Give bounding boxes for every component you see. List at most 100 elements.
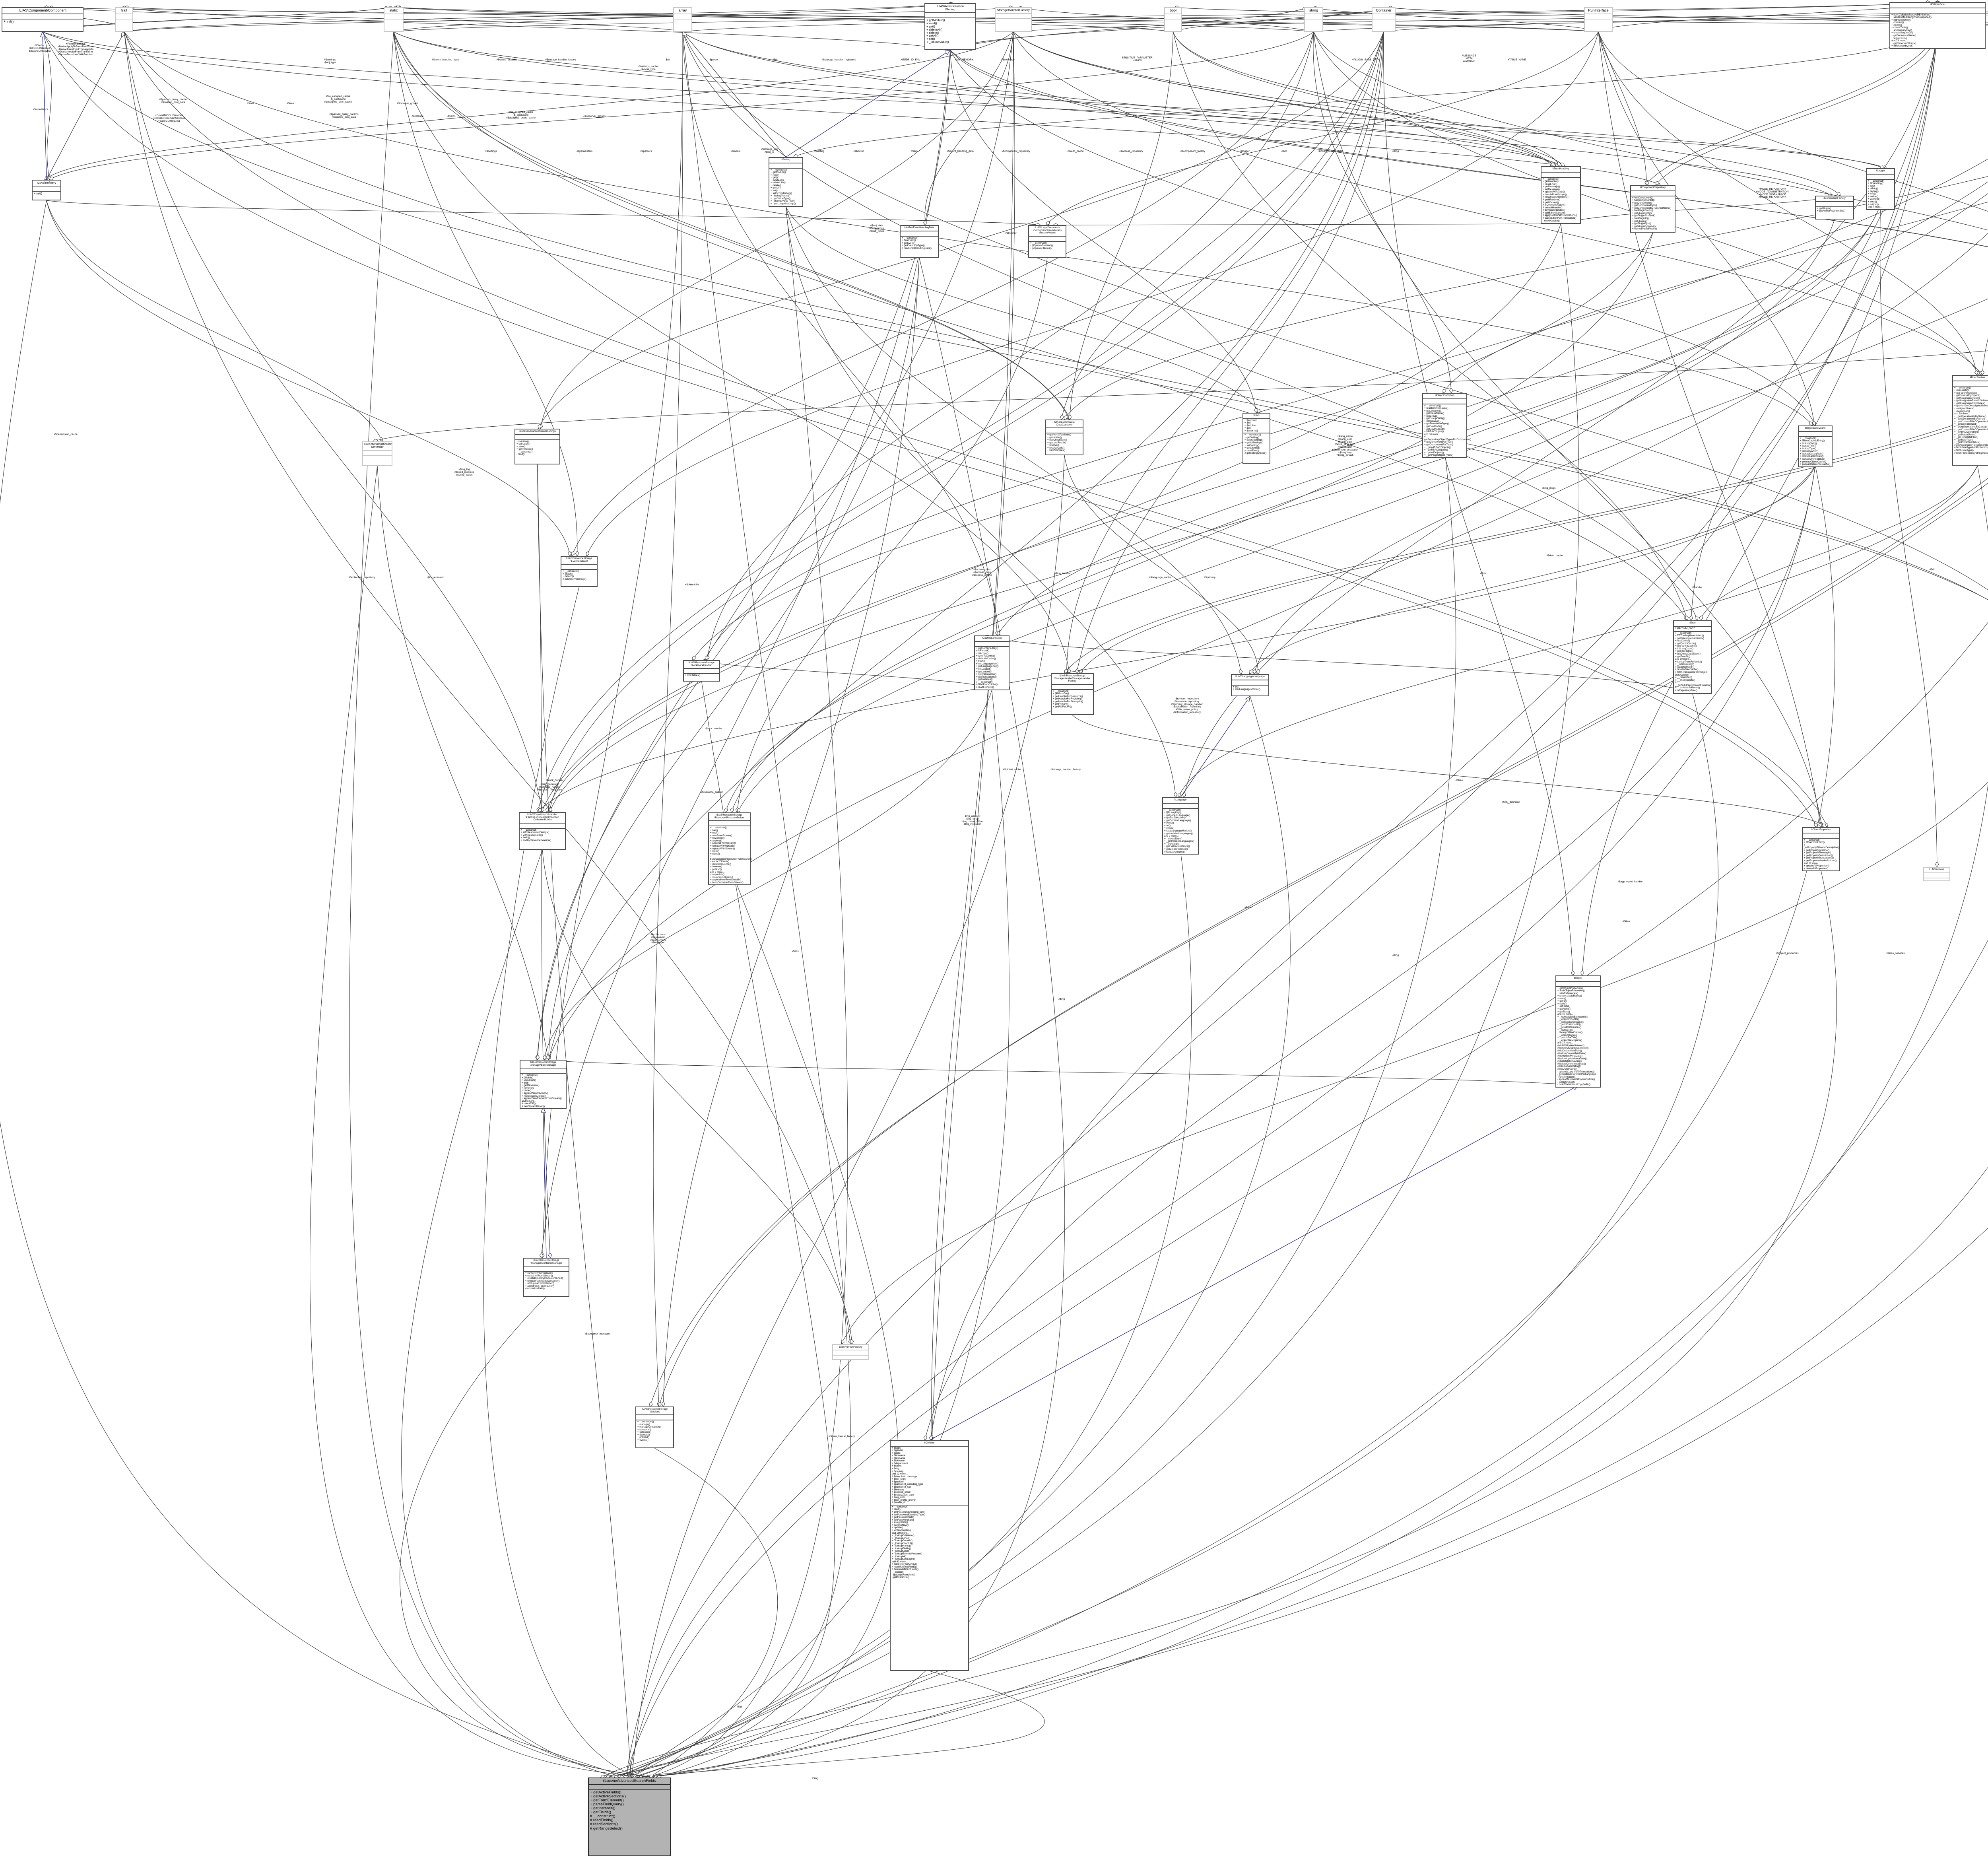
class-node[interactable]: ilObjUser+ $login + $gender + $utitle + …: [890, 1440, 969, 1671]
edge-label: #$storage_key #$obj_id: [761, 148, 778, 153]
class-node-attributes: [1631, 191, 1675, 196]
class-node-operations: [1373, 19, 1395, 31]
class-node[interactable]: ILIAS\LegalDocuments \Consumer\StreamAcc…: [1028, 225, 1066, 258]
class-node[interactable]: ilErrorHandling+ __construct() + getHand…: [1541, 166, 1581, 224]
class-node[interactable]: string: [1304, 7, 1323, 32]
class-node[interactable]: ILIAS\Refinery+ init(): [32, 180, 61, 200]
edge-label: +BASE_DIRECTORY: [1317, 150, 1343, 153]
class-node[interactable]: ilObjectProperties+ __construct() + stor…: [1802, 827, 1840, 872]
class-node[interactable]: ilLanguage+ __construct() + getLangKey()…: [1162, 797, 1199, 855]
class-node[interactable]: ILIAS\ResourceStorage \StorageHandler\St…: [1051, 673, 1094, 715]
class-node-operations: + __construct() + getHandler() + raiseEr…: [1543, 177, 1577, 222]
class-node-operations: + __construct() + deleteCachedEntry() + …: [1800, 437, 1831, 466]
edge-label: #$irss: [792, 950, 799, 953]
edge-label: +$lang_name +$lang_user +$lang_path #$cu…: [1332, 435, 1358, 457]
class-node[interactable]: ilComponentFactory+ getPlugin() + getAct…: [1815, 196, 1854, 220]
edge-label: -$lock_handler: [705, 727, 722, 730]
class-node-attributes: [1541, 173, 1580, 178]
class-node[interactable]: LLMServices: [1923, 867, 1950, 881]
class-node[interactable]: RunInterface: [1584, 7, 1613, 32]
edge-label: -$lng_account -$lng_email -$lng_home_off…: [961, 815, 983, 826]
class-node[interactable]: ILIAS\Component\Component+ init(): [2, 7, 83, 32]
class-node-title: ilSetting: [769, 158, 802, 163]
class-node[interactable]: static: [384, 7, 404, 32]
class-node-operations: + doesCollationSupportMB4Strings() + san…: [1891, 13, 1932, 48]
class-node-operations: + __construct() + withResourceIdStrings(…: [521, 828, 551, 842]
class-node[interactable]: ILIAS\ResourceStorage \Events\Subject+ _…: [561, 556, 598, 587]
class-node[interactable]: ILIAS\Administration \Setting+ getModule…: [924, 3, 976, 50]
class-node[interactable]: ilLuceneAdvancedSearchSettings+ isActive…: [514, 429, 560, 464]
edge-label: -$instance: [412, 115, 423, 118]
edge-label: #$storage_handler_factory: [545, 58, 576, 61]
class-node[interactable]: trait: [115, 7, 133, 32]
class-node[interactable]: ilObjectDataCache + __construct() + delet…: [1798, 425, 1833, 467]
class-node-attributes: [769, 163, 802, 169]
class-node-title: ilRbacReview: [1953, 376, 1988, 381]
edge-label: #$component_factory: [1180, 150, 1206, 153]
class-node[interactable]: ILIAS\ResourceStorage \Services+ __const…: [635, 1406, 674, 1448]
class-node-attributes: [1799, 432, 1832, 437]
edge-label: #$object_properties: [1776, 952, 1799, 955]
class-node-title: ilTree: [1674, 621, 1711, 627]
class-node-operations: [833, 1356, 868, 1359]
class-node[interactable]: Container: [1372, 7, 1396, 32]
class-node-operations: + __construct() + getSetting() + deleteS…: [1244, 433, 1267, 455]
class-node-attributes: [561, 565, 597, 570]
class-node[interactable]: ILIAS\ResourceStorage \Resource\Resource…: [708, 812, 752, 886]
class-node[interactable]: ILIAS\Language\Language+ txt() + loadLan…: [1231, 674, 1269, 696]
class-node[interactable]: array: [673, 7, 692, 32]
edge-label: #$log: [1392, 150, 1399, 153]
class-node-operations: + hasComponent() + hasComponentId() + ge…: [1632, 196, 1672, 231]
class-node[interactable]: StorageHandlerFactory: [995, 7, 1032, 32]
edge-label: #$parameters: [576, 150, 593, 153]
class-node-title: Container: [1373, 8, 1395, 15]
class-node[interactable]: CollectionIdentification Generator: [362, 441, 392, 466]
edge-label: #MESSAGE META WARNING: [1462, 54, 1476, 63]
class-node-title: trait: [116, 8, 132, 15]
class-node[interactable]: ilComponentRepository + hasComponent() + …: [1630, 185, 1675, 233]
class-node[interactable]: ILIAS\CustomData \DataContainer+ getNumO…: [1045, 420, 1083, 455]
edge-label: +GlobalDICGUIServices +GlobalDICDomainSe…: [153, 114, 185, 122]
class-node[interactable]: ilObject+ getObjectProperties() + flushO…: [1555, 975, 1601, 1088]
class-node[interactable]: ilLuceneAdvancedSearchFields+ getActiveF…: [588, 1778, 671, 1856]
class-node[interactable]: ilRbacReview+ __construct() + roleExists…: [1952, 375, 1988, 466]
class-node[interactable]: ilSetting+ __construct() + getModule() +…: [769, 157, 803, 207]
class-node[interactable]: DateFormatFactory: [832, 1344, 869, 1360]
edge-label: #$global_cache: [1003, 768, 1021, 771]
class-node-attributes: [996, 14, 1031, 19]
class-node-title: ilObjectDataCache: [1799, 426, 1832, 432]
class-node-operations: + getPlugin() + getActivePluginsInSlot(): [1817, 207, 1846, 213]
edge-label: +MODE_REPOSITORY +MODE_ADMINISTRATION +M…: [1756, 188, 1789, 199]
edge-label: #$db: [772, 58, 779, 61]
class-node[interactable]: ILIAS\ResourceStorage \Manager\Container…: [523, 1258, 569, 1297]
class-node[interactable]: ilArtifactEventHandlingData+ __construct…: [900, 225, 939, 258]
class-node[interactable]: ilCachedLanguage+ getContainerKey() + is…: [974, 635, 1010, 690]
class-node-operations: + getModule() + read() + get() + deleteA…: [926, 18, 949, 44]
class-node-operations: + __construct() + hasEvent() + getEvent(…: [902, 236, 932, 250]
class-node[interactable]: ilTree# DEFAULT_GAP+ __construct() + ini…: [1673, 620, 1712, 694]
class-node[interactable]: bool: [1164, 7, 1182, 32]
class-node[interactable]: ILIAS\Export\ImportHandler \File\XML\Nod…: [519, 812, 566, 850]
class-node-attributes: [1953, 381, 1988, 387]
class-node-operations: + __construct() + initTreeImplementation…: [1675, 631, 1712, 692]
edge-label: #$access_repository: [1119, 150, 1143, 153]
class-node[interactable]: ILIAS+ $account + $ini + $ini_ilias + $d…: [1242, 413, 1270, 464]
class-node-title: ILIAS\ResourceStorage \Lock\LockHandler: [684, 661, 719, 669]
class-node[interactable]: ilLogger+ __construct() + isHandling() +…: [1866, 168, 1895, 210]
edge-label: #$log_handler: [1054, 572, 1071, 575]
class-node[interactable]: ilObjectDefinition+ __construct() + read…: [1422, 393, 1471, 458]
class-node[interactable]: ILIAS\ResourceStorage \Lock\LockHandler+…: [683, 660, 720, 682]
class-node-operations: + containerFromUpload() + containerFromS…: [525, 1272, 563, 1290]
class-node-title: ilLuceneAdvancedSearchSettings: [515, 429, 559, 435]
class-node-attributes: [1165, 14, 1181, 20]
class-node-operations: + getContainerKey() + isForced() + isAct…: [976, 647, 999, 689]
class-node[interactable]: ILIAS\ResourceStorage \Manager\BaseManag…: [520, 1060, 567, 1109]
edge-label: #$permission_cache: [54, 433, 78, 436]
class-node-title: ilComponentRepository: [1631, 186, 1675, 191]
edge-label: #$passed_query_cache #$passed_post_data: [159, 98, 187, 104]
edge-label: #$logger: [1239, 150, 1250, 153]
edge-label: #$ilias_services: [1886, 952, 1905, 955]
class-node[interactable]: ilDBInterface+ doesCollationSupportMB4St…: [1889, 2, 1986, 49]
